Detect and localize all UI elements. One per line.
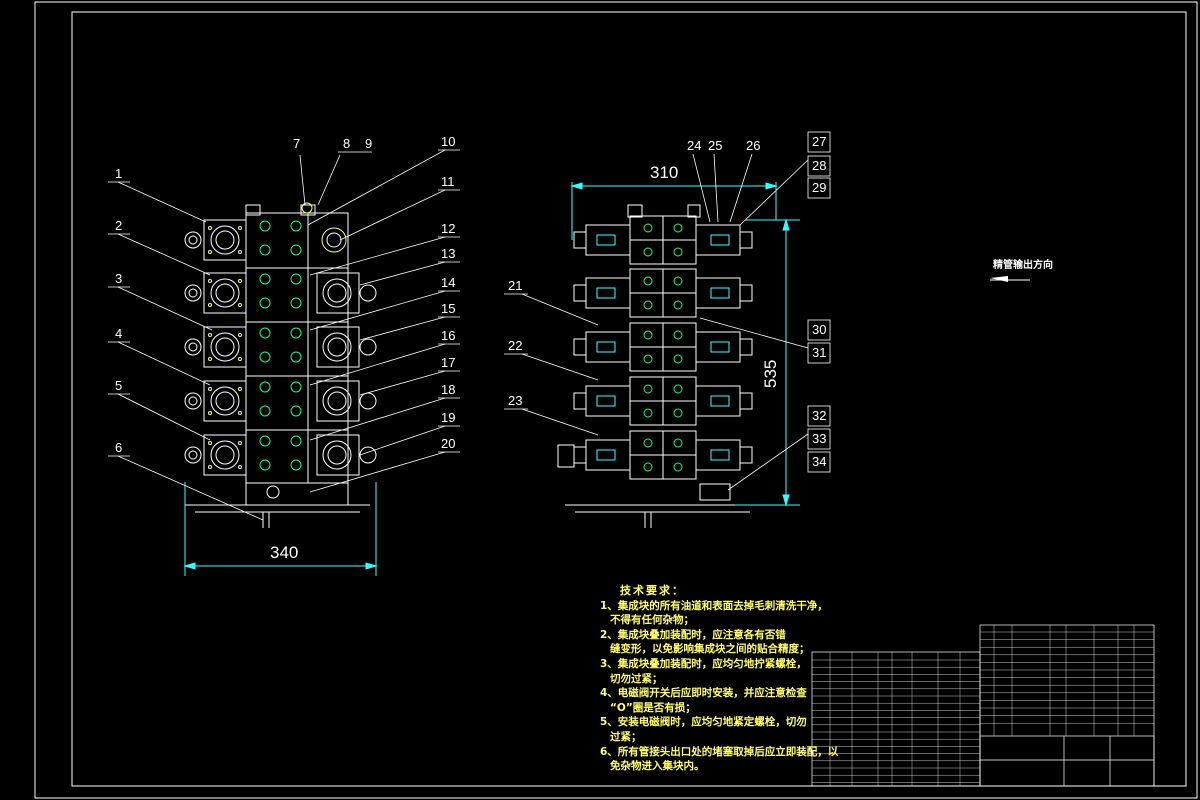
- tech-req-line: 5、安装电磁阀时，应均匀地紧定螺栓，切勿: [600, 716, 807, 729]
- callout-21: 21: [508, 278, 522, 293]
- tech-req-title: 技术要求：: [620, 584, 685, 597]
- dim-535: 535: [761, 360, 780, 388]
- callout-6: 6: [115, 440, 122, 455]
- callout-24: 24: [687, 138, 701, 153]
- left-manifold-column: [245, 212, 309, 484]
- flow-direction-label: 精管输出方向: [993, 260, 1053, 271]
- tech-req-line: 免杂物进入集块内。: [610, 760, 705, 773]
- callout-13: 13: [441, 246, 455, 261]
- callout-31: 31: [812, 345, 826, 360]
- parts-list-table: [811, 624, 1155, 787]
- tech-req-line: “O”圈是否有损；: [610, 701, 696, 714]
- callout-28: 28: [812, 158, 826, 173]
- callout-32: 32: [812, 408, 826, 423]
- callout-26: 26: [746, 138, 760, 153]
- tech-req-line: 6、所有管接头出口处的堵塞取掉后应立即装配，以: [600, 745, 839, 758]
- dim-340: 340: [270, 543, 298, 562]
- dim-310: 310: [650, 163, 678, 182]
- callout-30: 30: [812, 322, 826, 337]
- tech-req-line: 4、电磁阀开关后应即时安装，并应注意检查: [600, 687, 807, 700]
- tech-req-line: 2、集成块叠加装配时，应注意各有否错: [600, 628, 786, 641]
- callout-15: 15: [441, 301, 455, 316]
- callout-17: 17: [441, 355, 455, 370]
- callout-25: 25: [708, 138, 722, 153]
- callout-14: 14: [441, 275, 455, 290]
- technical-requirements: 技术要求： 1、集成块的所有油道和表面去掉毛刺清洗干净， 不得有任何杂物； 2、…: [600, 584, 839, 774]
- callout-20: 20: [441, 436, 455, 451]
- tech-req-line: 缝变形，以免影响集成块之间的贴合精度；: [610, 643, 810, 656]
- callout-27: 27: [812, 134, 826, 149]
- callout-33: 33: [812, 431, 826, 446]
- callout-12: 12: [441, 221, 455, 236]
- flow-direction-arrow: [990, 276, 1030, 282]
- callout-1: 1: [115, 166, 122, 181]
- callout-4: 4: [115, 326, 122, 341]
- tech-req-line: 不得有任何杂物；: [610, 614, 694, 627]
- callout-2: 2: [115, 218, 122, 233]
- tech-req-line: 切勿过紧；: [610, 672, 663, 685]
- callout-34: 34: [812, 454, 826, 469]
- callout-22: 22: [508, 338, 522, 353]
- callout-16: 16: [441, 328, 455, 343]
- callout-10: 10: [441, 134, 455, 149]
- callout-23: 23: [508, 393, 522, 408]
- tech-req-line: 1、集成块的所有油道和表面去掉毛刺清洗干净，: [600, 599, 828, 612]
- callout-5: 5: [115, 378, 122, 393]
- tech-req-line: 过紧；: [610, 730, 642, 743]
- callout-8: 8: [343, 136, 350, 151]
- callout-7: 7: [293, 136, 300, 151]
- inner-border: [71, 11, 1187, 787]
- callout-18: 18: [441, 382, 455, 397]
- callout-11: 11: [441, 174, 455, 189]
- callout-3: 3: [115, 271, 122, 286]
- callout-29: 29: [812, 180, 826, 195]
- callout-19: 19: [441, 410, 455, 425]
- callout-9: 9: [365, 136, 372, 151]
- outer-border: [34, 1, 1198, 799]
- tech-req-line: 3、集成块叠加装配时，应均匀地拧紧螺栓，: [600, 657, 807, 670]
- left-view: 340: [183, 202, 378, 576]
- right-view: 310 535: [557, 163, 800, 528]
